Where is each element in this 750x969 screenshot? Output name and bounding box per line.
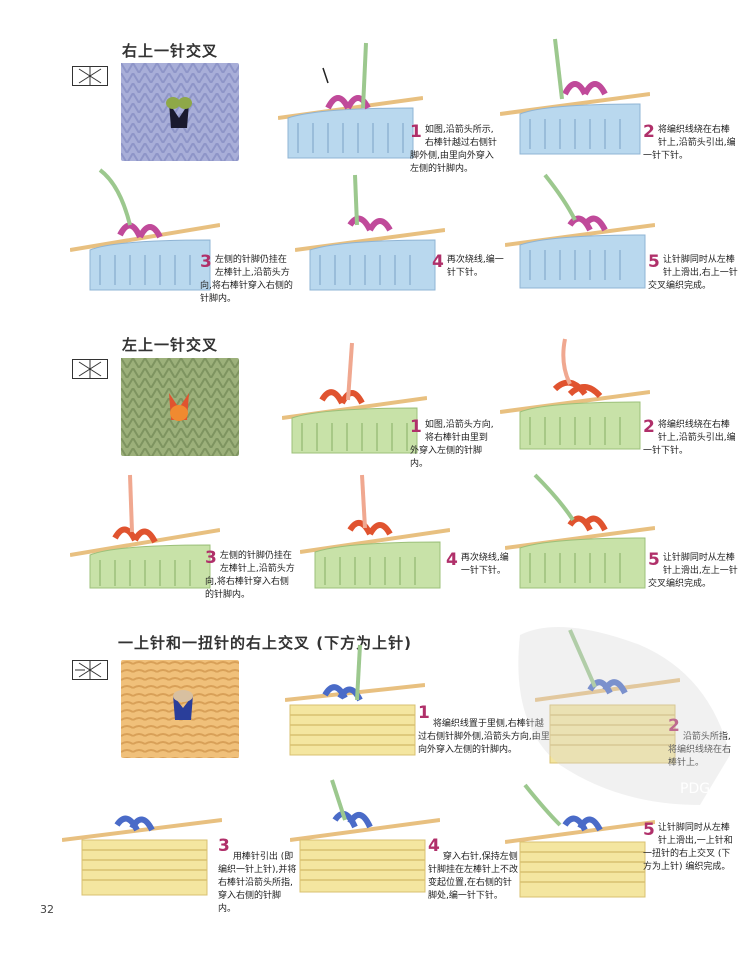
step-number: 3 [200,252,212,272]
section-title: 一上针和一扭针的右上交叉 (下方为上针) [118,634,412,652]
step-4-illustration [295,174,445,291]
step-number: 2 [643,417,655,437]
step-description: 让针脚同时从左棒针上滑出,右上一针交叉编织完成。 [648,255,738,291]
step-2-illustration [500,338,650,450]
twist-cross-symbol-icon [72,660,108,680]
step-5-illustration [505,783,655,898]
step-number: 4 [446,550,458,570]
section-title: 右上一针交叉 [122,42,219,60]
step-description: 用棒针引出 (即编织一针上针),并将右棒针沿箭头所指,穿入右侧的针脚内。 [218,852,297,914]
step-number: 4 [428,836,440,856]
step-description: 如图,沿箭头所示,右棒针越过右侧针脚外侧,由里向外穿入左侧的针脚内。 [410,125,497,174]
step-number: 5 [648,252,660,272]
step-number: 3 [218,836,230,856]
step-description: 再次绕线,编一针下针。 [446,255,504,278]
step-description: 左侧的针脚仍挂在左棒针上,沿箭头方向,将右棒针穿入右侧的针脚内。 [200,255,293,304]
step-number: 1 [418,703,430,723]
step-number: 5 [643,820,655,840]
cross-right-symbol-icon [72,66,108,86]
step-description: 如图,沿箭头方向,将右棒针由里到外穿入左侧的针脚内。 [410,420,494,469]
section-title: 左上一针交叉 [122,336,219,354]
step-4-illustration [300,474,450,589]
step-number: 2 [668,718,680,735]
step-5-illustration [505,473,655,589]
step-2-illustration [535,629,680,764]
step-description: 左侧的针脚仍挂在左棒针上,沿箭头方向,将右棒针穿入右侧的针脚内。 [205,551,295,600]
step-number: 2 [643,122,655,142]
page-number: 32 [40,903,54,916]
step-number: 1 [410,417,422,437]
step-description: 沿箭头所指,将编织线绕在右棒针上。 [668,732,731,768]
step-description: 让针脚同时从左棒针上滑出,一上针和一扭针的右上交叉 (下方为上针) 编织完成。 [643,823,733,872]
step-3-illustration [70,168,220,291]
step-description: 将编织线绕在右棒针上,沿箭头引出,编一针下针。 [643,125,736,161]
knit-swatch-photo [121,63,239,161]
step-number: 5 [648,550,660,570]
step-3-illustration [62,815,222,896]
step-4-illustration [290,779,440,893]
knit-swatch-photo [121,660,239,758]
step-number: 1 [410,122,422,142]
step-1-illustration [278,42,423,159]
step-description: 穿入右针,保持左侧针脚挂在左棒针上不改变起位置,在右侧的针脚处,编一针下针。 [428,852,519,901]
step-description: 将编织线置于里侧,右棒针越过右侧针脚外侧,沿箭头方向,由里向外穿入左侧的针脚内。 [418,719,550,755]
step-description: 将编织线绕在右棒针上,沿箭头引出,编一针下针。 [643,420,736,456]
step-description: 再次绕线,编一针下针。 [460,553,509,576]
knit-swatch-photo [121,358,239,456]
step-number: 3 [205,548,217,568]
step-description: 让针脚同时从左棒针上滑出,左上一针交叉编织完成。 [648,553,738,589]
watermark-text: PDG [680,781,710,797]
step-1-illustration [285,644,425,756]
step-2-text: 2沿箭头所指,将编织线绕在右棒针上。 [668,718,738,770]
watermark-logo: PDG [500,615,740,815]
step-1-illustration [282,342,427,454]
step-2-illustration [500,38,650,155]
step-3-illustration [70,474,220,589]
cross-left-symbol-icon [72,359,108,379]
step-number: 4 [432,252,444,272]
step-5-illustration [505,173,655,289]
